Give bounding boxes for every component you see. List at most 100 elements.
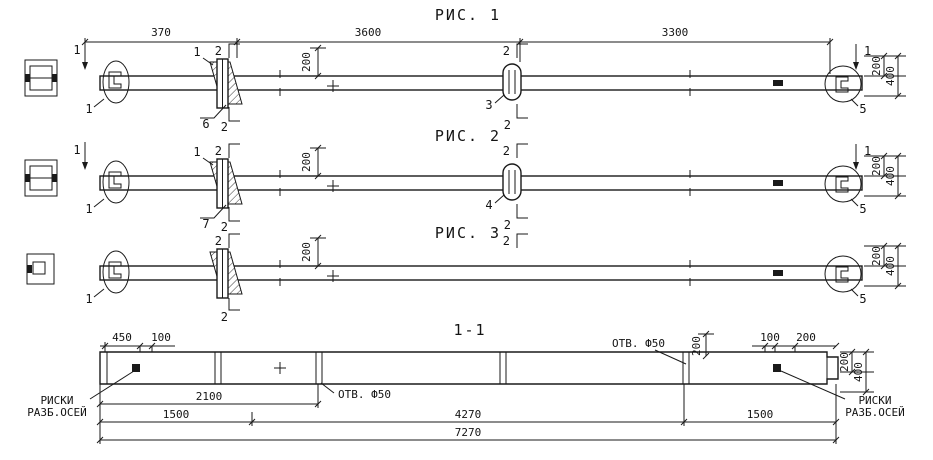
hole-label-top: ОТВ. Ф50 [612,337,665,350]
section-right-end-dimensions: 200 400 [838,348,874,396]
fig2-right-dimensions: 200 400 [864,152,906,200]
svg-text:1: 1 [864,144,871,158]
svg-text:РИСКИ: РИСКИ [858,394,891,407]
svg-text:2: 2 [221,220,228,234]
svg-text:7270: 7270 [455,426,482,439]
fig1-hole-oval: 3 [485,63,522,112]
fig1-dim-3300: 3300 [662,26,689,39]
svg-text:1500: 1500 [163,408,190,421]
svg-text:5: 5 [859,292,866,306]
svg-text:200: 200 [796,331,816,344]
svg-text:200: 200 [870,156,883,176]
figure-2: РИС. 2 1 1 1 1 2 2 [24,127,906,234]
svg-text:1: 1 [193,145,200,159]
hole-label-bottom: ОТВ. Ф50 [338,388,391,401]
section-1-1: 1-1 450 100 100 [27,321,905,444]
fig2-left-balloon: 1 [85,160,130,216]
fig1-cut-2-label: 2 [215,44,222,58]
svg-text:200: 200 [870,56,883,76]
fig1-crosssection-icon [24,59,58,97]
fig2-right-balloon: 5 [824,165,867,216]
fig3-cut-2-console: 2 2 [215,233,240,324]
svg-text:7: 7 [202,217,209,231]
fig1-balloon-5-label: 5 [859,102,866,116]
svg-text:2: 2 [503,234,510,248]
fig2-hole-oval: 4 [485,163,522,212]
svg-text:200: 200 [838,352,851,372]
svg-text:1: 1 [85,292,92,306]
svg-text:450: 450 [112,331,132,344]
svg-text:100: 100 [151,331,171,344]
section-title: 1-1 [453,321,486,339]
fig1-label-6: 6 [200,104,227,131]
fig1-label-3: 3 [485,98,492,112]
section-top-right-dimensions: 100 200 [752,331,840,352]
svg-text:1: 1 [85,202,92,216]
fig1-mid-dimension-200: 200 [300,44,339,92]
fig3-mid-dimension-200: 200 [300,234,339,282]
svg-text:6: 6 [202,117,209,131]
fig3-console-detail [209,248,243,299]
svg-text:5: 5 [859,202,866,216]
svg-text:РИСКИ: РИСКИ [40,394,73,407]
section-hole-annotation-top: ОТВ. Ф50 200 [612,330,714,365]
svg-text:200: 200 [300,152,313,172]
section-riski-right: РИСКИ РАЗБ.ОСЕЙ [780,370,905,419]
fig2-section-cut-1-left: 1 [73,142,88,170]
svg-text:2100: 2100 [196,390,223,403]
fig3-left-balloon: 1 [85,250,130,306]
fig3-joint-ticks [279,260,691,286]
svg-text:1500: 1500 [747,408,774,421]
section-bottom-dimensions: 2100 1500 4270 1500 7270 [96,384,840,444]
svg-text:200: 200 [300,52,313,72]
section-top-left-dimensions: 450 100 [100,331,175,352]
fig1-cut-2-oval: 2 2 [503,43,528,132]
fig1-beam-outline [99,75,863,91]
fig2-embed-plate [773,180,783,186]
figure-1-title: РИС. 1 [435,6,501,24]
fig2-cut-2-console: 2 2 [215,143,240,234]
fig2-mid-dimension-200: 200 [300,144,339,192]
fig1-section-cut-1-right: 1 [853,44,871,70]
fig2-console-detail: 1 [193,145,243,209]
figure-1: РИС. 1 370 3600 3300 1 1 [24,6,906,134]
fig1-right-balloon: 5 [824,65,867,116]
svg-text:2: 2 [503,144,510,158]
fig3-cut-2-mid: 2 [503,233,528,248]
fig1-section-cut-1-left: 1 [73,38,88,70]
svg-text:2: 2 [215,144,222,158]
fig2-crosssection-icon [24,159,58,197]
fig2-beam-outline [99,175,863,191]
section-hole-annotation-bottom: ОТВ. Ф50 [320,382,391,401]
svg-text:1: 1 [73,143,80,157]
fig1-right-dimensions: 200 400 [864,52,906,100]
section-riski-mark-right [773,364,781,372]
figure-3: РИС. 3 1 2 2 200 2 [26,224,906,324]
svg-text:400: 400 [852,362,865,382]
svg-text:2: 2 [215,234,222,248]
svg-text:2: 2 [504,218,511,232]
svg-text:4270: 4270 [455,408,482,421]
svg-text:400: 400 [884,256,897,276]
fig1-joint-ticks [279,70,691,96]
fig1-cut-2-label: 2 [503,44,510,58]
fig3-beam-outline [99,265,863,281]
fig1-cut-1-left-label: 1 [73,43,80,57]
fig1-cut-1-right-label: 1 [864,44,871,58]
section-riski-mark-left [132,364,140,372]
fig2-label-4: 4 [485,198,492,212]
fig3-right-balloon: 5 [824,255,867,306]
svg-text:400: 400 [884,166,897,186]
svg-text:РАЗБ.ОСЕЙ: РАЗБ.ОСЕЙ [27,406,87,419]
svg-text:200: 200 [870,246,883,266]
fig1-console-detail: 1 [193,45,243,109]
fig1-embed-plate [773,80,783,86]
svg-text:100: 100 [760,331,780,344]
fig1-dim-3600: 3600 [355,26,382,39]
fig1-cut-2-label: 2 [504,118,511,132]
svg-text:200: 200 [690,336,703,356]
figure-2-title: РИС. 2 [435,127,501,145]
fig1-console-item-label: 1 [193,45,200,59]
fig2-cut-2-oval: 2 2 [503,143,528,232]
fig3-embed-plate [773,270,783,276]
